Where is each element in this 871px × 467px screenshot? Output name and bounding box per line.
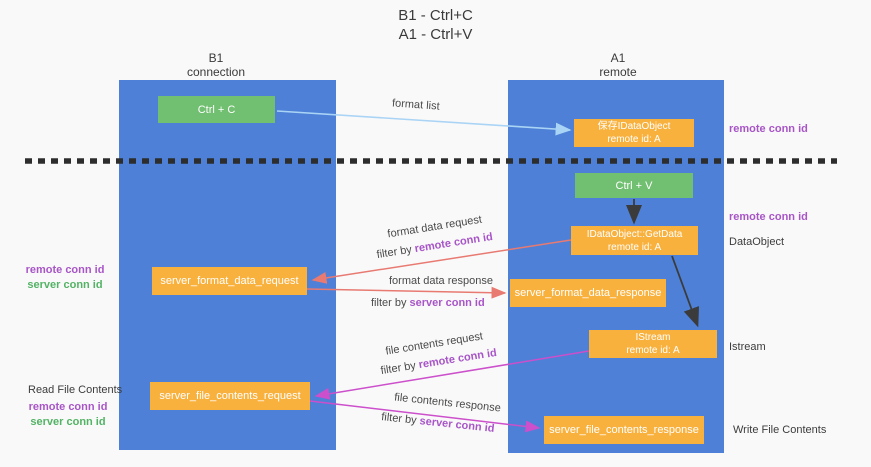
server-conn-id-annotation-left2: server conn id	[30, 416, 106, 428]
server-file-contents-response-label: server_file_contents_response	[549, 424, 699, 436]
format-data-response-filter: filter by server conn id	[371, 297, 485, 309]
title-line-2: A1 - Ctrl+V	[398, 26, 473, 43]
lane-a1-name: A1	[610, 51, 626, 65]
server-conn-id-key: server conn id	[409, 297, 485, 309]
lane-b1-role: connection	[186, 65, 246, 79]
remote-conn-id-annotation-left2: remote conn id	[28, 401, 108, 413]
lane-header-b1: B1 connection	[136, 51, 296, 79]
istream-annotation: Istream	[729, 341, 766, 353]
ctrl-c-label: Ctrl + C	[197, 103, 236, 116]
filter-by-text: filter by	[371, 297, 410, 309]
getdata-line1: IDataObject::GetData	[586, 228, 683, 240]
lane-b1-name: B1	[208, 51, 224, 65]
istream-line2: remote id: A	[626, 345, 680, 356]
dataobject-annotation: DataObject	[729, 236, 785, 248]
file-contents-response-arrow	[309, 400, 541, 433]
lane-header-a1: A1 remote	[538, 51, 698, 79]
remote-conn-id-annotation-top: remote conn id	[729, 123, 808, 135]
read-file-contents-annotation: Read File Contents	[28, 384, 123, 396]
node-server-file-contents-response: server_file_contents_response	[544, 416, 704, 444]
node-server-format-data-request: server_format_data_request	[152, 267, 307, 295]
format-data-response-label: format data response	[389, 275, 493, 287]
istream-line1: IStream	[635, 332, 671, 343]
node-ctrl-v: Ctrl + V	[575, 173, 693, 198]
node-saved-idataobject: 保存IDataObject remote id: A	[574, 119, 694, 147]
server-conn-id-annotation-left1: server conn id	[27, 279, 103, 291]
format-data-request-arrow	[311, 239, 572, 284]
lane-a1-role: remote	[599, 65, 637, 79]
remote-conn-id-annotation-mid: remote conn id	[729, 211, 808, 223]
saved-idataobject-line2: remote id: A	[607, 134, 661, 145]
node-server-format-data-response: server_format_data_response	[510, 279, 666, 307]
file-contents-request-arrow	[314, 350, 590, 400]
title-line-1: B1 - Ctrl+C	[398, 7, 473, 24]
server-format-data-response-label: server_format_data_response	[514, 287, 662, 299]
saved-idataobject-line1: 保存IDataObject	[597, 121, 671, 132]
write-file-contents-annotation: Write File Contents	[733, 424, 827, 436]
diagram-title: B1 - Ctrl+C A1 - Ctrl+V	[0, 6, 871, 44]
getdata-line2: remote id: A	[607, 241, 662, 253]
ctrl-v-label: Ctrl + V	[615, 179, 653, 192]
server-file-contents-request-label: server_file_contents_request	[159, 390, 301, 402]
getdata-to-istream-arrow	[671, 255, 700, 328]
node-server-file-contents-request: server_file_contents_request	[150, 382, 310, 410]
node-idataobject-getdata: IDataObject::GetData remote id: A	[571, 226, 698, 255]
node-istream: IStream remote id: A	[589, 330, 717, 358]
format-list-arrow	[276, 110, 572, 136]
node-ctrl-c: Ctrl + C	[158, 96, 275, 123]
format-data-response-arrow	[306, 286, 507, 299]
server-format-data-request-label: server_format_data_request	[160, 275, 299, 287]
remote-conn-id-annotation-left1: remote conn id	[25, 264, 105, 276]
